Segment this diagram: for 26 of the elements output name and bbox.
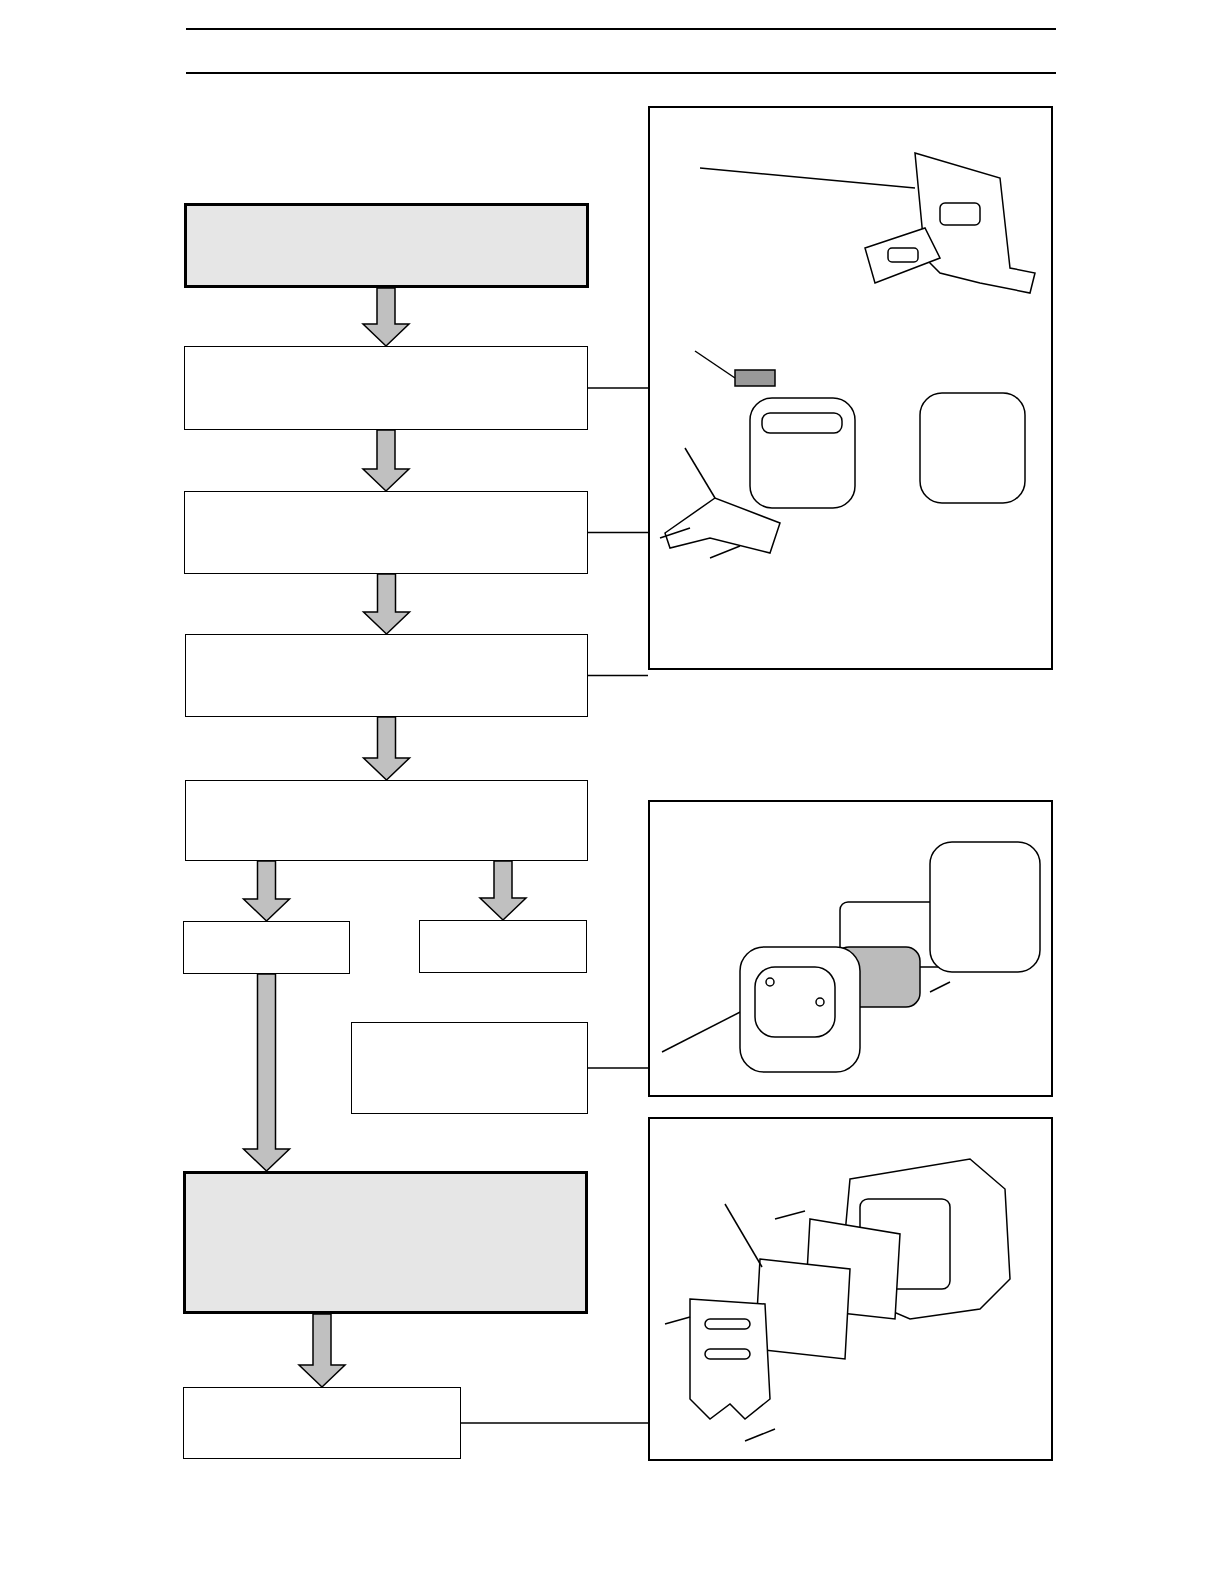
- illustration-panel: [648, 1117, 1053, 1461]
- block-arrow: [361, 573, 412, 636]
- block-arrow: [361, 429, 411, 493]
- step-box: [184, 346, 588, 430]
- block-arrow: [361, 716, 412, 782]
- block-arrow: [361, 287, 411, 348]
- connector-line: [587, 387, 649, 389]
- step-box: [185, 634, 588, 717]
- step-box: [185, 780, 588, 861]
- block-arrow: [478, 860, 528, 922]
- block-arrow: [241, 860, 292, 923]
- step-box: [419, 920, 587, 973]
- illustration-panel: [648, 106, 1053, 670]
- connector-line: [587, 1067, 649, 1069]
- highlighted-step-box: [183, 1171, 588, 1314]
- step-box: [183, 1387, 461, 1459]
- step-box: [351, 1022, 588, 1114]
- highlighted-step-box: [184, 203, 589, 288]
- connector-line: [587, 674, 649, 677]
- illustration-panel: [648, 800, 1053, 1097]
- block-arrow: [297, 1313, 347, 1389]
- step-box: [183, 921, 350, 974]
- block-arrow: [241, 973, 292, 1173]
- connector-line: [460, 1422, 649, 1424]
- step-box: [184, 491, 588, 574]
- connector-line: [587, 531, 649, 534]
